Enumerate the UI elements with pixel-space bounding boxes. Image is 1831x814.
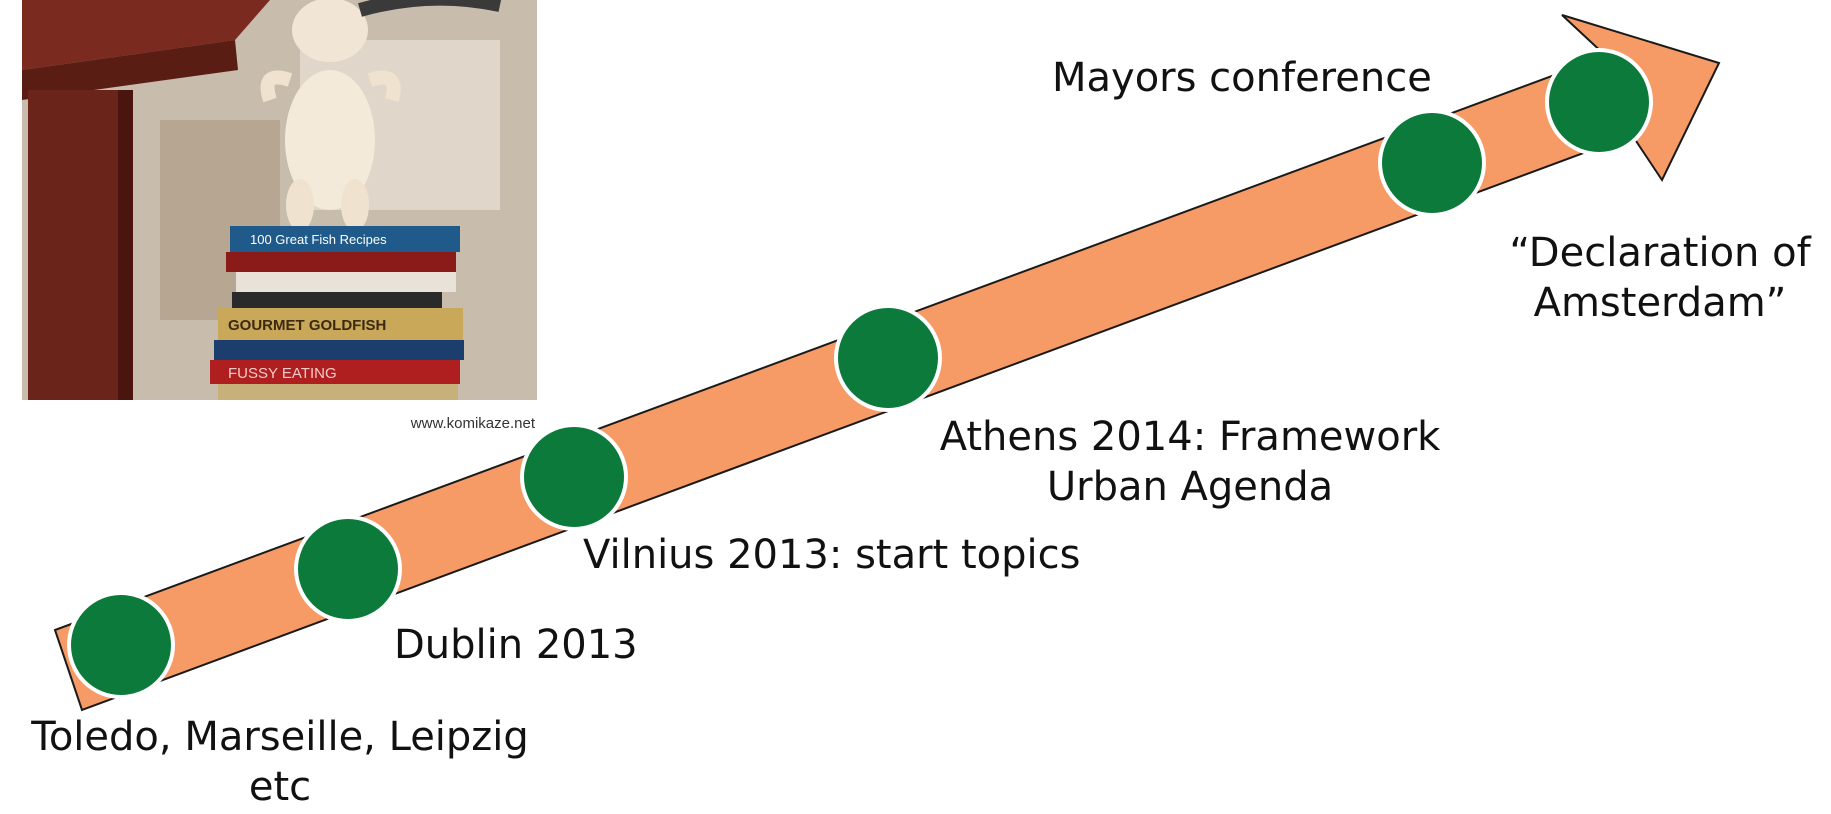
photo-credit: www.komikaze.net — [410, 415, 536, 432]
book-title-2: GOURMET GOLDFISH — [228, 317, 386, 334]
milestone-4-label-line-1: Athens 2014: Framework — [939, 414, 1441, 460]
milestone-1-label-line-1: Toledo, Marseille, Leipzig — [31, 714, 529, 760]
milestone-4-label-line-2: Urban Agenda — [1046, 464, 1334, 510]
milestone-1-label: Toledo, Marseille, Leipzig etc — [5, 712, 555, 812]
milestone-1-dot — [67, 591, 175, 699]
milestone-6-label: “Declaration of Amsterdam” — [1490, 228, 1830, 328]
book-title-3: FUSSY EATING — [228, 365, 337, 382]
milestone-6-label-line-1: “Declaration of — [1509, 230, 1811, 276]
milestone-5-dot — [1378, 109, 1486, 217]
milestone-2-label: Dublin 2013 — [394, 622, 638, 668]
milestone-6-label-line-2: Amsterdam” — [1533, 280, 1787, 326]
book-title-1: 100 Great Fish Recipes — [250, 232, 387, 247]
milestone-4-label: Athens 2014: Framework Urban Agenda — [895, 412, 1485, 512]
milestone-5-label: Mayors conference — [1052, 55, 1432, 101]
milestone-circles — [67, 48, 1653, 699]
milestone-6-dot — [1545, 48, 1653, 156]
milestone-1-label-line-2: etc — [248, 764, 312, 810]
cat-on-books-photo: 100 Great Fish Recipes GOURMET GOLDFISH … — [22, 0, 537, 400]
milestone-3-dot — [520, 423, 628, 531]
milestone-4-dot — [834, 304, 942, 412]
milestone-2-dot — [294, 515, 402, 623]
milestone-3-label: Vilnius 2013: start topics — [583, 532, 1081, 578]
